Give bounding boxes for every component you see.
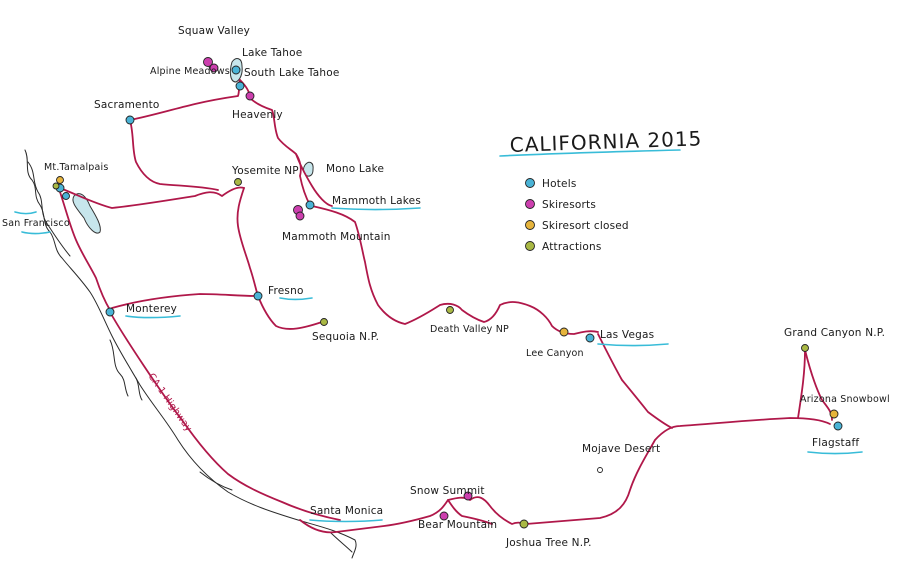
label-grand-canyon: Grand Canyon N.P. — [784, 327, 885, 339]
label-lake-tahoe: Lake Tahoe — [242, 47, 302, 59]
hotel-marker — [231, 65, 241, 75]
label-sequoia: Sequoia N.P. — [312, 331, 379, 343]
label-las-vegas: Las Vegas — [600, 329, 654, 341]
legend-hotel-swatch — [525, 178, 535, 188]
attraction-marker — [52, 182, 60, 190]
label-bear-mountain: Bear Mountain — [418, 519, 497, 531]
legend-item-hotels: Hotels — [525, 178, 576, 190]
legend-label: Skiresorts — [542, 199, 596, 211]
label-heavenly: Heavenly — [232, 109, 283, 121]
legend-skiresort-swatch — [525, 199, 535, 209]
skiresort-marker — [439, 511, 449, 521]
markers — [52, 57, 843, 529]
label-squaw-valley: Squaw Valley — [178, 25, 250, 37]
hotel-marker — [833, 421, 843, 431]
label-fresno: Fresno — [268, 285, 304, 297]
attraction-marker — [446, 306, 454, 314]
label-flagstaff: Flagstaff — [812, 437, 859, 449]
legend-label: Skiresort closed — [542, 220, 629, 232]
skiresort-closed-marker — [559, 327, 569, 337]
skiresort-marker — [209, 63, 219, 73]
attraction-marker — [234, 178, 242, 186]
skiresort-closed-marker — [829, 409, 839, 419]
label-santa-monica: Santa Monica — [310, 505, 383, 517]
legend-label: Attractions — [542, 241, 602, 253]
label-joshua-tree: Joshua Tree N.P. — [505, 537, 592, 549]
label-monterey: Monterey — [126, 303, 177, 315]
label-arizona-snowbowl: Arizona Snowbowl — [800, 394, 890, 405]
label-mt-tamalpais: Mt.Tamalpais — [44, 162, 109, 173]
label-underlines — [14, 149, 863, 523]
label-yosemite: Yosemite NP — [231, 165, 299, 177]
label-mojave-desert: Mojave Desert — [582, 443, 660, 455]
label-lee-canyon: Lee Canyon — [526, 348, 584, 359]
hotel-marker — [253, 291, 263, 301]
label-alpine-meadows: Alpine Meadows — [150, 66, 230, 77]
label-san-francisco: San Francisco — [2, 218, 70, 229]
place-labels: Squaw Valley Alpine Meadows Lake Tahoe S… — [2, 25, 890, 549]
hotel-marker — [62, 192, 70, 200]
skiresort-marker — [245, 91, 255, 101]
hotel-marker — [585, 333, 595, 343]
label-ca-1-highway: CA 1 Highway — [146, 371, 194, 434]
legend-item-skiresorts: Skiresorts — [525, 199, 596, 211]
label-mono-lake: Mono Lake — [326, 163, 384, 175]
attraction-marker — [801, 344, 809, 352]
legend-item-skiresort-closed: Skiresort closed — [525, 220, 629, 232]
map-title: CALIFORNIA 2015 — [509, 126, 702, 157]
label-mammoth-lakes: Mammoth Lakes — [332, 195, 421, 207]
hotel-marker — [125, 115, 135, 125]
hotel-marker — [235, 81, 245, 91]
legend-label: Hotels — [542, 178, 576, 190]
hotel-marker — [105, 307, 115, 317]
skiresort-closed-marker — [56, 176, 64, 184]
skiresort-marker — [463, 491, 473, 501]
attraction-marker — [519, 519, 529, 529]
coastline — [24, 149, 357, 559]
legend-attraction-swatch — [525, 241, 535, 251]
travel-route — [59, 79, 833, 534]
legend-skiresort-closed-swatch — [525, 220, 535, 230]
hotel-marker — [305, 200, 315, 210]
label-sacramento: Sacramento — [94, 99, 160, 111]
hotel-marker — [597, 467, 603, 473]
legend-item-attractions: Attractions — [525, 241, 602, 253]
label-death-valley: Death Valley NP — [430, 324, 509, 335]
skiresort-marker — [295, 211, 305, 221]
attraction-marker — [320, 318, 328, 326]
legend: Hotels Skiresorts Skiresort closed Attra… — [525, 178, 629, 253]
label-south-lake-tahoe: South Lake Tahoe — [244, 67, 340, 79]
label-mammoth-mountain: Mammoth Mountain — [282, 231, 391, 243]
skiresort-marker — [203, 57, 213, 67]
label-snow-summit: Snow Summit — [410, 485, 485, 497]
